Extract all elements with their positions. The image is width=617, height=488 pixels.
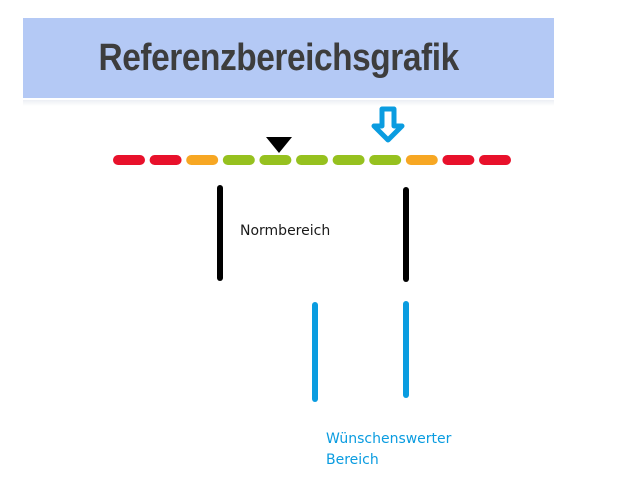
normbereich-label: Normbereich <box>240 223 331 239</box>
page-title: Referenzbereichsgrafik <box>98 36 459 79</box>
banner-shadow <box>23 100 554 106</box>
scale-segment-green <box>222 155 255 165</box>
scale-segment-green <box>296 155 328 165</box>
value-marker-icon <box>266 137 292 153</box>
scale-segment-green <box>369 155 402 165</box>
reference-range-scale <box>113 106 511 165</box>
scale-segment-red <box>479 155 511 165</box>
wuenschenswert-right-bound <box>403 301 409 398</box>
wuenschenswert-left-bound <box>312 302 318 402</box>
scale-segment-orange <box>405 155 438 165</box>
normbereich-right-bound <box>403 187 409 282</box>
title-banner: Referenzbereichsgrafik <box>23 18 554 98</box>
wuenschenswert-label: Wünschenswerter Bereich <box>326 429 451 471</box>
scale-segment-green <box>259 155 292 165</box>
scale-segment-red <box>149 155 182 165</box>
scale-segment-green <box>332 155 365 165</box>
scale-segments <box>113 155 511 165</box>
target-arrow-icon <box>371 106 405 143</box>
wuenschenswert-label-line2: Bereich <box>326 452 379 468</box>
scale-segment-red <box>113 155 145 165</box>
normbereich-left-bound <box>217 185 223 281</box>
scale-segment-red <box>442 155 475 165</box>
scale-segment-orange <box>186 155 219 165</box>
wuenschenswert-label-line1: Wünschenswerter <box>326 431 452 447</box>
